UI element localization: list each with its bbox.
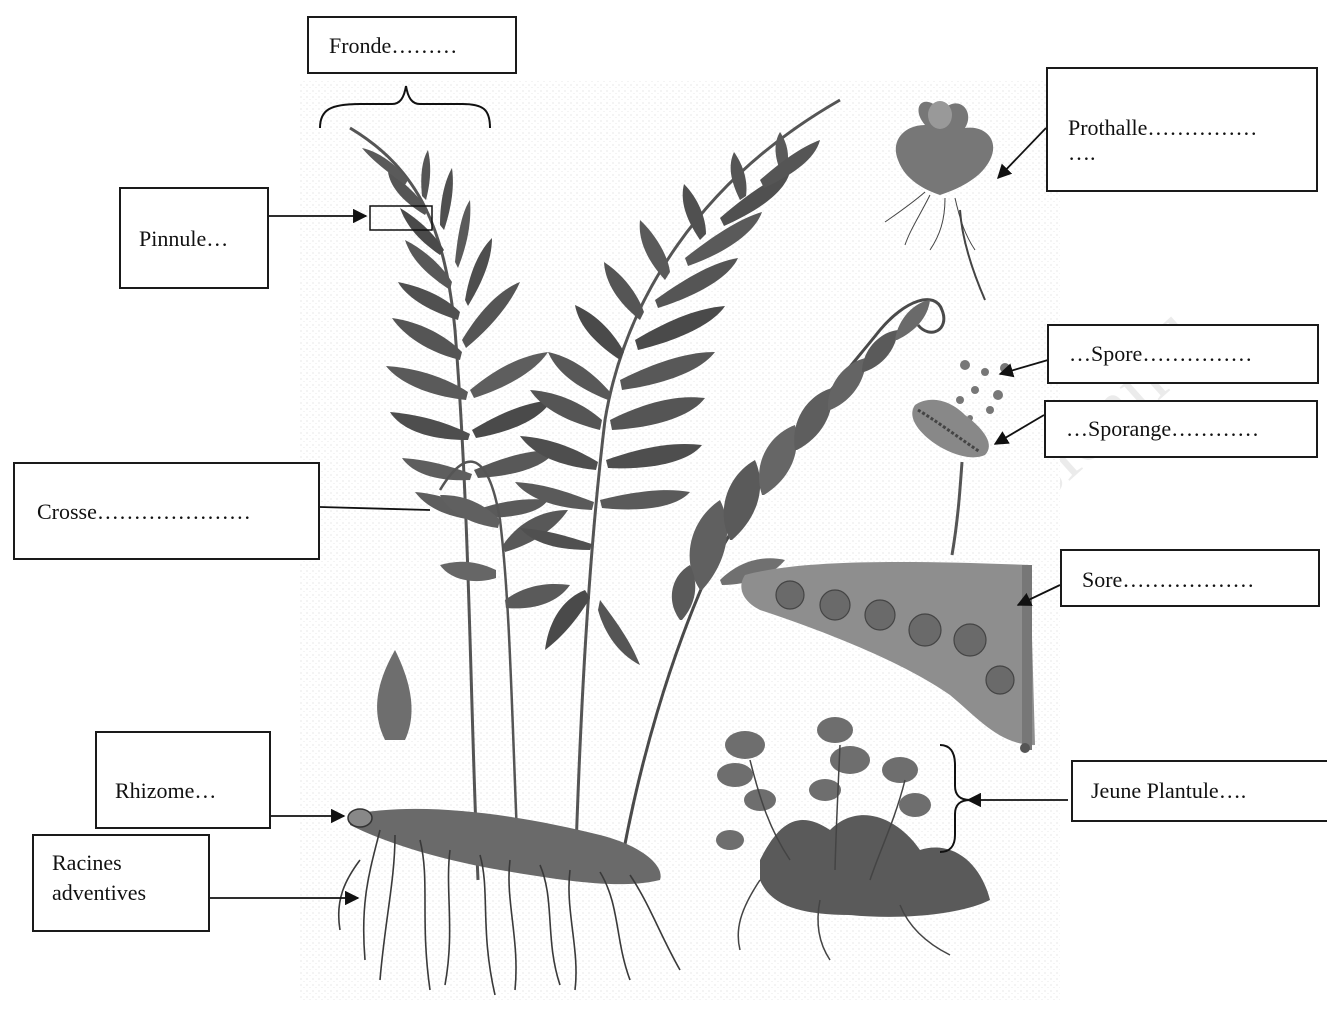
- label-racines-line2: adventives: [52, 878, 198, 908]
- label-jeune-plantule: Jeune Plantule….: [1071, 760, 1327, 822]
- label-spore-text: …Spore……………: [1069, 341, 1252, 366]
- label-prothalle: Prothalle…………… ….: [1046, 67, 1318, 192]
- label-fronde: Fronde………: [307, 16, 517, 74]
- label-prothalle-line1: Prothalle……………: [1068, 113, 1306, 143]
- label-sporange: …Sporange…………: [1044, 400, 1318, 458]
- label-pinnule-text: Pinnule…: [139, 226, 228, 251]
- label-racines-adventives: Racines adventives: [32, 834, 210, 932]
- label-rhizome-text: Rhizome…: [115, 778, 216, 803]
- label-prothalle-line2: ….: [1068, 143, 1306, 163]
- label-sore: Sore………………: [1060, 549, 1320, 607]
- label-rhizome: Rhizome…: [95, 731, 271, 829]
- label-sporange-text: …Sporange…………: [1066, 416, 1259, 441]
- label-sore-text: Sore………………: [1082, 567, 1254, 592]
- label-fronde-text: Fronde………: [329, 33, 457, 58]
- label-jeune-plantule-text: Jeune Plantule….: [1091, 778, 1246, 803]
- label-crosse: Crosse…………………: [13, 462, 320, 560]
- label-crosse-text: Crosse…………………: [37, 499, 251, 524]
- label-spore: …Spore……………: [1047, 324, 1319, 384]
- label-racines-line1: Racines: [52, 848, 198, 878]
- label-pinnule: Pinnule…: [119, 187, 269, 289]
